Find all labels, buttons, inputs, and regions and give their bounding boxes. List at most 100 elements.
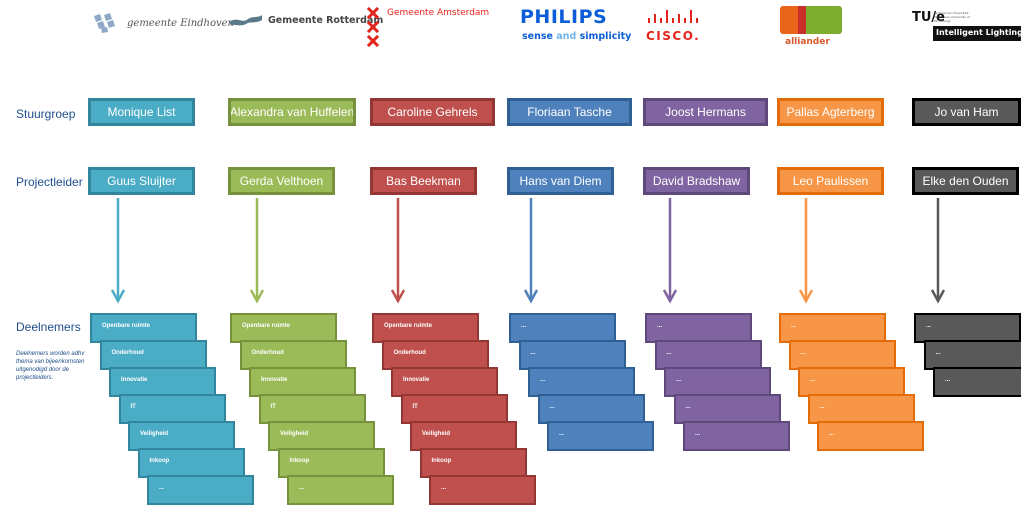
participant-card: ... xyxy=(933,367,1021,397)
participant-card-label: ... xyxy=(540,377,546,383)
projectleider-box-1: Guus Sluijter xyxy=(88,167,195,195)
participant-card: ... xyxy=(779,313,886,343)
participant-card-label: Inkoop xyxy=(431,458,452,464)
participant-card-label: Innovatie xyxy=(403,377,430,383)
participant-card: ... xyxy=(664,367,771,397)
participant-card: Inkoop xyxy=(419,448,527,478)
arrow-head-6 xyxy=(798,289,814,304)
participant-card-label: ... xyxy=(829,431,835,437)
stuurgroep-box-1: Monique List xyxy=(88,98,195,126)
participant-card: Inkoop xyxy=(137,448,245,478)
participant-card: IT xyxy=(400,394,508,424)
participant-card-label: Openbare ruimte xyxy=(102,323,151,329)
participant-card: ... xyxy=(518,340,626,370)
participant-card: ... xyxy=(923,340,1021,370)
participant-card-label: IT xyxy=(270,404,276,410)
participant-card-label: ... xyxy=(791,323,797,329)
participant-card-label: Onderhoud xyxy=(111,350,144,356)
deelnemers-note: Deelnemers worden adhv thema van bijeenk… xyxy=(16,351,85,381)
participant-card: ... xyxy=(147,475,254,505)
alliander-text: alliander xyxy=(785,37,830,47)
participant-card-label: ... xyxy=(549,404,555,410)
participant-card-label: ... xyxy=(819,404,825,410)
tue-institute-text: Intelligent Lighting Institute xyxy=(936,28,1021,37)
projectleider-box-7: Elke den Ouden xyxy=(912,167,1019,195)
cisco-brand: CISCO. xyxy=(646,29,701,43)
participant-card-label: ... xyxy=(521,323,527,329)
participant-card-label: ... xyxy=(159,485,165,491)
participant-card: Onderhoud xyxy=(99,340,207,370)
participant-card-label: ... xyxy=(935,350,941,356)
participant-card-label: ... xyxy=(299,485,305,491)
participant-card-label: Onderhoud xyxy=(251,350,284,356)
participant-card: Openbare ruimte xyxy=(372,313,479,343)
participant-card-label: Openbare ruimte xyxy=(384,323,433,329)
philips-tagline: sense and simplicity xyxy=(522,31,632,42)
participant-card: ... xyxy=(645,313,752,343)
amsterdam-text: Gemeente Amsterdam xyxy=(387,8,490,18)
alliander-block-icon xyxy=(780,6,842,34)
arrow-head-2 xyxy=(249,289,265,304)
participant-card: Veiligheid xyxy=(410,421,517,451)
participant-card: ... xyxy=(798,367,905,397)
participant-card: ... xyxy=(788,340,896,370)
participant-card-label: Innovatie xyxy=(261,377,288,383)
cisco-bars-icon xyxy=(648,10,698,23)
participant-card-label: ... xyxy=(441,485,447,491)
arrow-head-7 xyxy=(930,289,946,304)
participant-card: Openbare ruimte xyxy=(230,313,337,343)
row-label-projectleider: Projectleider xyxy=(16,175,83,189)
participant-card-label: ... xyxy=(800,350,806,356)
participant-card: ... xyxy=(807,394,915,424)
projectleider-box-3: Bas Beekman xyxy=(370,167,477,195)
participant-card-label: Inkoop xyxy=(289,458,310,464)
participant-card-label: Veiligheid xyxy=(280,431,309,437)
rotterdam-text: Gemeente Rotterdam xyxy=(268,15,384,26)
row-label-deelnemers: Deelnemers xyxy=(16,320,81,334)
amsterdam-xxx-icon xyxy=(367,6,380,48)
participant-card: Innovatie xyxy=(391,367,498,397)
participant-card: ... xyxy=(683,421,790,451)
philips-brand: PHILIPS xyxy=(520,6,608,28)
participant-card-label: ... xyxy=(945,377,951,383)
arrow-head-5 xyxy=(662,289,678,304)
row-label-stuurgroep: Stuurgroep xyxy=(16,107,76,121)
projectleider-box-5: David Bradshaw xyxy=(643,167,750,195)
stuurgroep-box-7: Jo van Ham xyxy=(912,98,1021,126)
stuurgroep-box-6: Pallas Agterberg xyxy=(777,98,884,126)
participant-card: ... xyxy=(509,313,616,343)
participant-card: ... xyxy=(654,340,762,370)
stuurgroep-box-4: Floriaan Tasche xyxy=(507,98,632,126)
arrow-head-4 xyxy=(523,289,539,304)
projectleider-box-6: Leo Paulissen xyxy=(777,167,884,195)
arrow-head-1 xyxy=(110,289,126,304)
eindhoven-emblem-icon xyxy=(94,13,115,33)
participant-card-label: IT xyxy=(412,404,418,410)
participant-card: Onderhoud xyxy=(381,340,489,370)
participant-card: ... xyxy=(673,394,781,424)
stuurgroep-box-5: Joost Hermans xyxy=(643,98,768,126)
tue-brand: TU/e xyxy=(912,10,945,25)
participant-card: ... xyxy=(817,421,924,451)
participant-card: IT xyxy=(118,394,226,424)
rotterdam-swan-icon xyxy=(230,15,262,26)
participant-card-label: Openbare ruimte xyxy=(242,323,291,329)
participant-card-label: ... xyxy=(695,431,701,437)
participant-card-label: ... xyxy=(676,377,682,383)
participant-card: Innovatie xyxy=(109,367,216,397)
participant-card: Openbare ruimte xyxy=(90,313,197,343)
participant-card-label: Innovatie xyxy=(121,377,148,383)
participant-card-label: ... xyxy=(926,323,932,329)
participant-card-label: ... xyxy=(666,350,672,356)
projectleider-box-4: Hans van Diem xyxy=(507,167,614,195)
participant-card-label: Onderhoud xyxy=(393,350,426,356)
participant-card-label: Veiligheid xyxy=(140,431,169,437)
participant-card: ... xyxy=(287,475,394,505)
participant-card-label: ... xyxy=(559,431,565,437)
participant-card: ... xyxy=(429,475,536,505)
participant-card-label: ... xyxy=(810,377,816,383)
eindhoven-text: gemeente Eindhoven xyxy=(127,18,235,29)
participant-card: Veiligheid xyxy=(268,421,375,451)
participant-card: Innovatie xyxy=(249,367,356,397)
participant-card: Inkoop xyxy=(277,448,385,478)
